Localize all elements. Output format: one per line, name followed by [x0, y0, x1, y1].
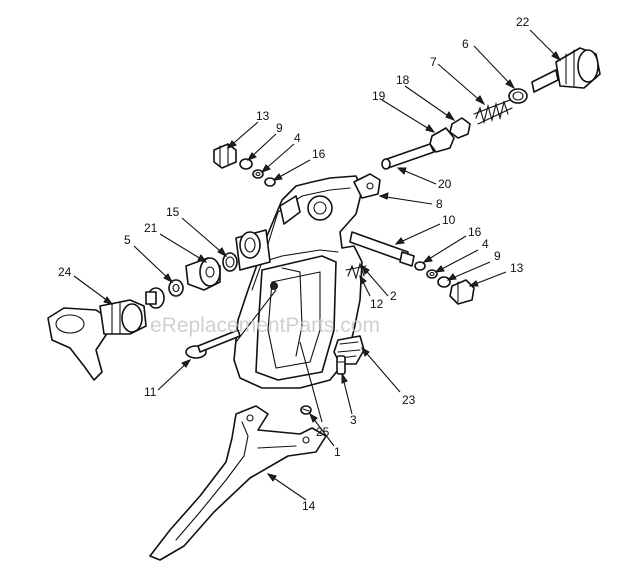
washer-4-top [252, 169, 264, 179]
tip-housing-21 [185, 257, 221, 291]
callout-11: 11 [144, 385, 157, 399]
callout-10: 10 [442, 213, 456, 227]
valve-housing-22 [531, 47, 601, 93]
callout-12: 12 [370, 297, 384, 311]
callout-18: 18 [396, 73, 410, 87]
callout-5: 5 [124, 233, 131, 247]
oring-15 [222, 252, 238, 272]
washer-9-right [437, 276, 451, 288]
callout-21: 21 [144, 221, 158, 235]
gun-body [233, 175, 363, 389]
washer-5 [168, 279, 184, 297]
seal-16-top [264, 177, 276, 187]
callout-7: 7 [430, 55, 437, 69]
callout-14: 14 [302, 499, 316, 513]
callout-19: 19 [372, 89, 386, 103]
callout-8: 8 [436, 197, 443, 211]
plug-13-right [449, 279, 475, 305]
spring-7 [473, 99, 513, 125]
screw-1 [300, 405, 312, 415]
leader-lines [73, 29, 562, 501]
callout-labels: 22 6 7 18 19 20 8 13 9 4 16 15 21 5 24 1… [58, 15, 530, 513]
pin-3 [336, 355, 346, 375]
callout-3: 3 [350, 413, 357, 427]
tip-seat-5 [145, 287, 165, 309]
callout-4-right: 4 [482, 237, 489, 251]
callout-24: 24 [58, 265, 72, 279]
watermark-text: eReplacementParts.com [150, 314, 380, 337]
callout-9-top: 9 [276, 121, 283, 135]
callout-25: 25 [316, 425, 330, 439]
callout-4-top: 4 [294, 131, 301, 145]
callout-20: 20 [438, 177, 452, 191]
washer-4-right [426, 269, 438, 279]
nut-18 [449, 117, 471, 139]
oring-6 [508, 88, 528, 104]
callout-15: 15 [166, 205, 180, 219]
callout-13-top: 13 [256, 109, 270, 123]
seal-16-right [414, 261, 426, 271]
trigger-pin-10 [349, 231, 415, 267]
callout-13-right: 13 [510, 261, 524, 275]
callout-2: 2 [390, 289, 397, 303]
valve-stem-20 [381, 143, 435, 170]
callout-22: 22 [516, 15, 530, 29]
filter-11 [185, 329, 241, 359]
tip-guard [47, 299, 147, 381]
callout-1: 1 [334, 445, 341, 459]
callout-6: 6 [462, 37, 469, 51]
callout-16-top: 16 [312, 147, 326, 161]
callout-16-right: 16 [468, 225, 482, 239]
washer-9-top [239, 158, 253, 170]
callout-23: 23 [402, 393, 416, 407]
plug-13-top [213, 143, 237, 169]
callout-9-right: 9 [494, 249, 501, 263]
link-8 [353, 173, 381, 199]
trigger-14 [149, 405, 327, 561]
